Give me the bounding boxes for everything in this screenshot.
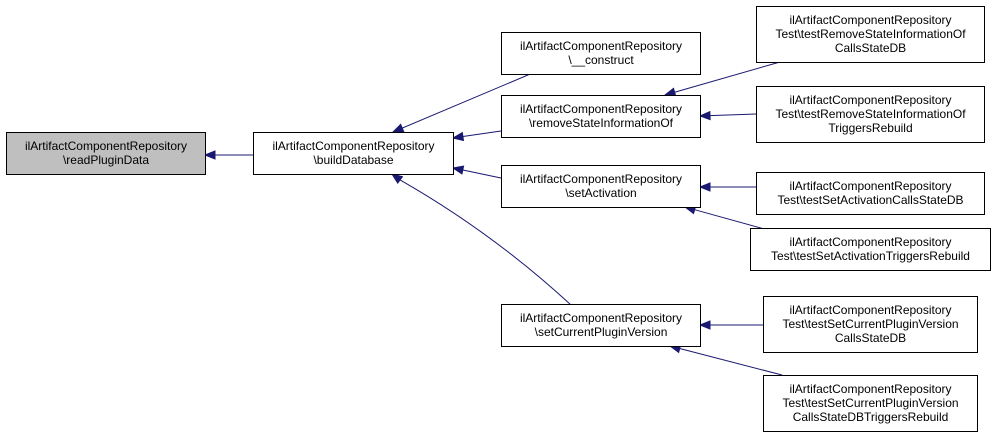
node-testRemoveStateTriggersRebuild[interactable]: ilArtifactComponentRepositoryTest\testRe…	[756, 86, 985, 143]
edges-layer	[203, 61, 783, 376]
edge-line	[399, 179, 572, 306]
node-box	[501, 304, 701, 347]
node-box	[756, 172, 985, 215]
node-label-line: \removeStateInformationOf	[529, 116, 674, 130]
node-label-line: ilArtifactComponentRepository	[789, 382, 951, 396]
node-label-line: CallsStateDB	[835, 41, 906, 55]
node-box	[501, 95, 701, 138]
arrowhead	[698, 110, 711, 121]
node-testSetCurrentPluginVersionTriggersRebuild[interactable]: ilArtifactComponentRepositoryTest\testSe…	[763, 375, 978, 432]
node-box	[6, 132, 206, 175]
node-setActivation[interactable]: ilArtifactComponentRepository\setActivat…	[501, 165, 701, 208]
nodes-layer: ilArtifactComponentRepository\readPlugin…	[6, 6, 991, 432]
node-testSetCurrentPluginVersionCallsStateDB[interactable]: ilArtifactComponentRepositoryTest\testSe…	[763, 296, 978, 353]
edge-line	[674, 61, 781, 93]
arrowhead	[698, 320, 711, 330]
node-label-line: \setActivation	[565, 186, 636, 200]
arrowhead	[451, 131, 465, 142]
edge-testSetActivationCallsStateDB-to-setActivation	[698, 182, 757, 192]
node-label-line: Test\testRemoveStateInformationOf	[775, 107, 966, 121]
edge-line	[679, 348, 783, 376]
node-setCurrentPluginVersion[interactable]: ilArtifactComponentRepository\setCurrent…	[501, 304, 701, 347]
node-testSetActivationTriggersRebuild[interactable]: ilArtifactComponentRepositoryTest\testSe…	[750, 228, 991, 271]
node-label-line: CallsStateDBTriggersRebuild	[793, 410, 949, 424]
node-box	[501, 32, 701, 75]
arrowhead	[451, 165, 465, 175]
node-label-line: ilArtifactComponentRepository	[789, 93, 951, 107]
node-testSetActivationCallsStateDB[interactable]: ilArtifactComponentRepositoryTest\testSe…	[756, 172, 985, 215]
arrowhead	[390, 173, 404, 185]
arrowhead	[391, 123, 405, 133]
arrowhead	[663, 87, 677, 97]
node-label-line: ilArtifactComponentRepository	[520, 39, 682, 53]
edge-removeStateInformationOf-to-buildDatabase	[451, 130, 502, 142]
node-label-line: ilArtifactComponentRepository	[520, 172, 682, 186]
node-box	[253, 132, 454, 175]
node-box	[756, 86, 985, 143]
node-label-line: \readPluginData	[63, 153, 149, 167]
edge-setActivation-to-buildDatabase	[451, 165, 502, 179]
arrowhead	[203, 150, 216, 160]
node-label-line: ilArtifactComponentRepository	[25, 139, 187, 153]
node-box	[501, 165, 701, 208]
edge-testSetCurrentPluginVersionCallsStateDB-to-setCurrentPluginVersion	[698, 320, 764, 330]
arrowhead	[698, 182, 711, 192]
node-label-line: ilArtifactComponentRepository	[789, 13, 951, 27]
edge-line	[462, 169, 502, 179]
edge-buildDatabase-to-readPluginData	[203, 150, 253, 160]
node-removeStateInformationOf[interactable]: ilArtifactComponentRepository\removeStat…	[501, 95, 701, 138]
node-label-line: ilArtifactComponentRepository	[520, 102, 682, 116]
node-box	[763, 375, 978, 432]
node-label-line: TriggersRebuild	[828, 121, 912, 135]
node-testRemoveStateCallsStateDB[interactable]: ilArtifactComponentRepositoryTest\testRe…	[756, 6, 985, 63]
node-label-line: ilArtifactComponentRepository	[520, 311, 682, 325]
node-readPluginData[interactable]: ilArtifactComponentRepository\readPlugin…	[6, 132, 206, 175]
node-label-line: Test\testSetActivationCallsStateDB	[777, 193, 963, 207]
node-label-line: Test\testSetCurrentPluginVersion	[782, 396, 958, 410]
node-label-line: Test\testSetActivationTriggersRebuild	[771, 249, 970, 263]
node-buildDatabase[interactable]: ilArtifactComponentRepository\buildDatab…	[253, 132, 454, 175]
node-construct[interactable]: ilArtifactComponentRepository\__construc…	[501, 32, 701, 75]
node-label-line: Test\testSetCurrentPluginVersion	[782, 317, 958, 331]
node-box	[763, 296, 978, 353]
edge-line	[462, 130, 502, 138]
node-label-line: CallsStateDB	[835, 331, 906, 345]
node-box	[756, 6, 985, 63]
node-label-line: ilArtifactComponentRepository	[789, 235, 951, 249]
edge-construct-to-buildDatabase	[391, 71, 536, 133]
node-label-line: \setCurrentPluginVersion	[535, 325, 668, 339]
node-label-line: ilArtifactComponentRepository	[789, 179, 951, 193]
edge-testRemoveStateTriggersRebuild-to-removeStateInformationOf	[698, 110, 757, 121]
node-label-line: Test\testRemoveStateInformationOf	[775, 27, 966, 41]
node-label-line: \__construct	[568, 53, 634, 67]
edge-setCurrentPluginVersion-to-buildDatabase	[390, 173, 572, 306]
node-label-line: ilArtifactComponentRepository	[789, 303, 951, 317]
node-box	[750, 228, 991, 271]
edge-line	[402, 71, 536, 129]
edge-line	[709, 113, 757, 117]
node-label-line: \buildDatabase	[313, 153, 393, 167]
node-label-line: ilArtifactComponentRepository	[272, 139, 434, 153]
